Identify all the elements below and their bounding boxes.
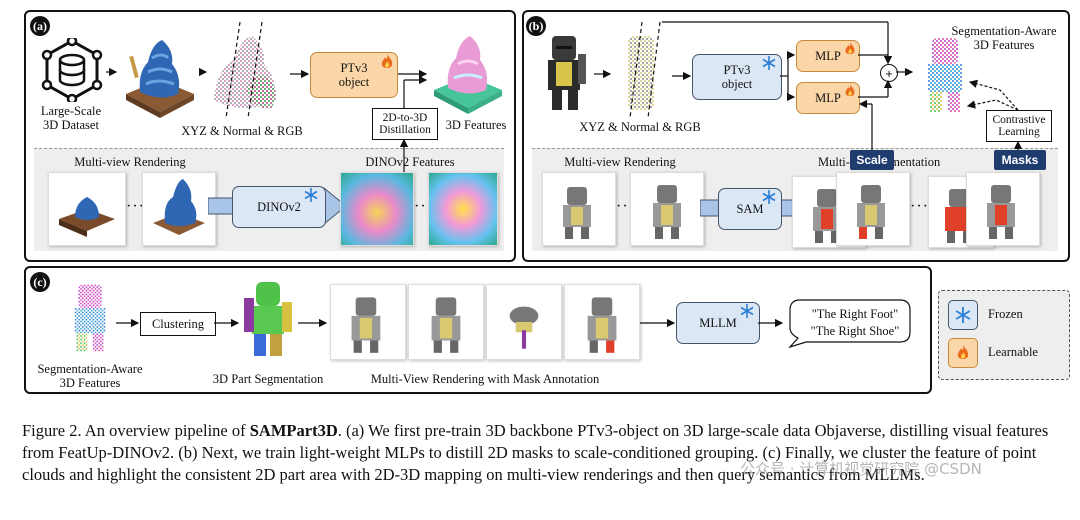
cake-object-image bbox=[118, 32, 200, 118]
seg-aware-features-b-image bbox=[914, 34, 976, 114]
mv-rendering-label-b: Multi-view Rendering bbox=[564, 155, 676, 169]
mask-thumb-c3 bbox=[486, 284, 562, 360]
legend-learnable-swatch bbox=[948, 338, 978, 368]
part-segmentation-image bbox=[240, 278, 296, 362]
answer-1: "The Right Foot" bbox=[811, 307, 899, 321]
mllm-box: MLLM bbox=[676, 302, 760, 344]
flame-icon bbox=[844, 84, 856, 98]
3d-features-a-image bbox=[428, 28, 508, 116]
mv-rendering-label-a: Multi-view Rendering bbox=[74, 155, 186, 169]
legend-frozen-swatch bbox=[948, 300, 978, 330]
clustering-box: Clustering bbox=[140, 312, 216, 336]
clustering-label: Clustering bbox=[151, 317, 205, 331]
render-thumb-b1 bbox=[542, 172, 616, 246]
panel-a-tag: (a) bbox=[30, 16, 50, 36]
answer-2: "The Right Shoe" bbox=[810, 324, 900, 338]
flame-icon bbox=[380, 54, 394, 70]
mlp-bottom-label: MLP bbox=[815, 91, 841, 105]
snowflake-icon bbox=[955, 307, 971, 323]
scale-badge: Scale bbox=[850, 150, 894, 170]
dots-b1: ··· bbox=[616, 198, 635, 215]
mlp-bottom-box: MLP bbox=[796, 82, 860, 114]
distillation-box: 2D-to-3D Distillation bbox=[372, 108, 438, 140]
ptv3-object-box-a: PTv3 object bbox=[310, 52, 398, 98]
seg-thumb-b4 bbox=[966, 172, 1040, 246]
xyz-label-b: XYZ & Normal & RGB bbox=[579, 120, 701, 134]
sum-symbol: + bbox=[885, 65, 893, 81]
flame-icon bbox=[957, 345, 969, 359]
contrastive-label: Contrastive Learning bbox=[992, 114, 1046, 138]
knight-object-image bbox=[538, 30, 592, 114]
snowflake-icon bbox=[762, 56, 776, 70]
flame-icon bbox=[844, 42, 856, 56]
mv-mask-label: Multi-View Rendering with Mask Annotatio… bbox=[370, 372, 600, 386]
sam-label: SAM bbox=[736, 202, 764, 216]
dataset-label: Large-Scale 3D Dataset bbox=[40, 104, 102, 132]
dino-features-label: DINOv2 Features bbox=[365, 155, 455, 169]
dino-feature-thumb-2 bbox=[428, 172, 498, 246]
dots-a1: ··· bbox=[126, 198, 145, 215]
mask-thumb-c2 bbox=[408, 284, 484, 360]
dots-b2: ··· bbox=[910, 198, 929, 215]
point-cloud-b bbox=[614, 30, 670, 118]
mask-thumb-c1 bbox=[330, 284, 406, 360]
contrastive-box: Contrastive Learning bbox=[986, 110, 1052, 142]
point-cloud-a bbox=[206, 30, 288, 122]
ptv3-label-b: PTv3 object bbox=[721, 63, 753, 91]
seg-aware-features-c-image bbox=[62, 276, 118, 358]
mlp-top-label: MLP bbox=[815, 49, 841, 63]
seg-aware-features-label-c: Segmentation-Aware 3D Features bbox=[37, 362, 143, 390]
watermark: 公众号 · 计算机视觉研究院 @CSDN bbox=[740, 460, 982, 478]
dino-feature-thumb-1 bbox=[340, 172, 414, 246]
caption-bold: SAMPart3D bbox=[249, 421, 338, 440]
distillation-label: 2D-to-3D Distillation bbox=[379, 112, 431, 136]
speech-bubble bbox=[784, 298, 914, 349]
seg-thumb-b2 bbox=[836, 172, 910, 246]
masks-badge: Masks bbox=[994, 150, 1046, 170]
caption-text: . (a) We first pre-train 3D backbone PTv… bbox=[22, 421, 1049, 484]
panel-c-tag: (c) bbox=[30, 272, 50, 292]
seg-aware-features-label-b: Segmentation-Aware 3D Features bbox=[951, 24, 1057, 52]
panel-b-tag: (b) bbox=[526, 16, 546, 36]
masks-label: Masks bbox=[1001, 153, 1039, 167]
legend-learnable-label: Learnable bbox=[988, 345, 1038, 359]
figure-caption: Figure 2. An overview pipeline of SAMPar… bbox=[22, 420, 1067, 486]
ptv3-object-box-b: PTv3 object bbox=[692, 54, 782, 100]
render-thumb-a2 bbox=[142, 172, 216, 246]
scale-label: Scale bbox=[856, 153, 888, 167]
mllm-label: MLLM bbox=[699, 316, 737, 330]
snowflake-icon bbox=[740, 304, 754, 318]
mask-thumb-c4 bbox=[564, 284, 640, 360]
dots-a2: ··· bbox=[414, 198, 433, 215]
legend-frozen-label: Frozen bbox=[988, 307, 1023, 321]
render-thumb-a1 bbox=[48, 172, 126, 246]
part-seg-label: 3D Part Segmentation bbox=[212, 372, 324, 386]
mlp-top-box: MLP bbox=[796, 40, 860, 72]
snowflake-icon bbox=[304, 188, 318, 202]
caption-prefix: Figure 2. An overview pipeline of bbox=[22, 421, 250, 440]
snowflake-icon bbox=[762, 190, 776, 204]
ptv3-label-a: PTv3 object bbox=[338, 61, 370, 89]
3d-features-label-a: 3D Features bbox=[445, 118, 507, 132]
xyz-label-a: XYZ & Normal & RGB bbox=[181, 124, 303, 138]
dinov2-box: DINOv2 bbox=[232, 186, 326, 228]
dinov2-label: DINOv2 bbox=[257, 200, 301, 214]
